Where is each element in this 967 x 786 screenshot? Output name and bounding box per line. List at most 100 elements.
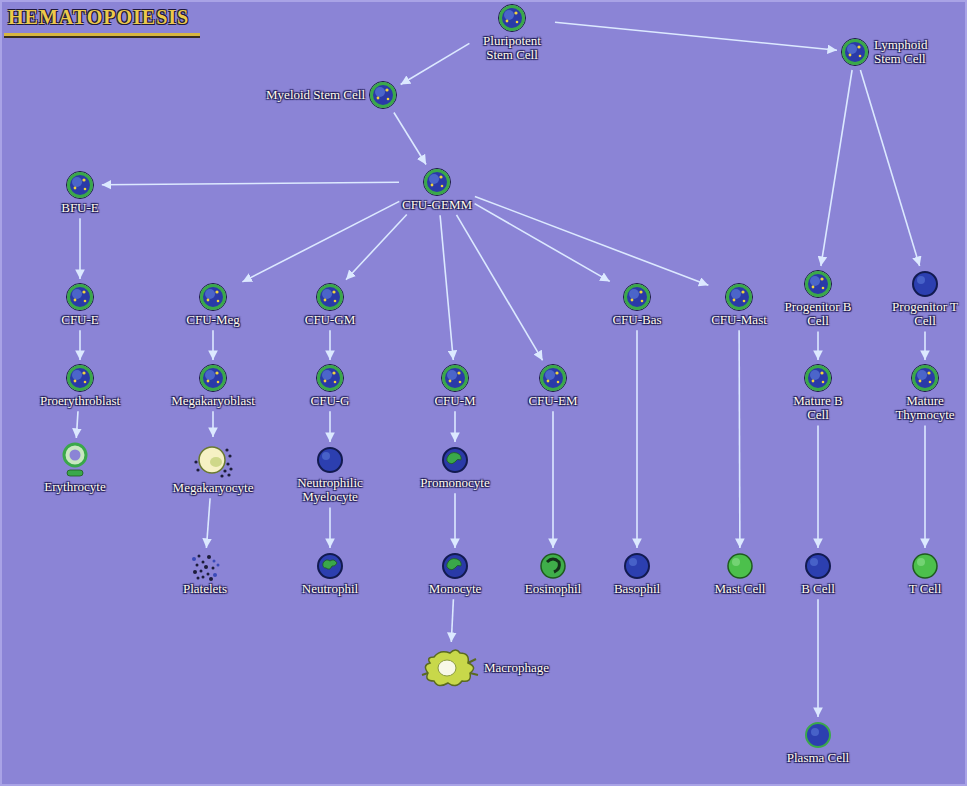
lineage-arrow (475, 204, 610, 282)
cell-icon-holder (622, 551, 652, 581)
cell-label: Myeloid Stem Cell (266, 88, 365, 102)
cell-label: CFU-EM (528, 394, 577, 408)
granule (822, 381, 825, 384)
cell-node: CFU-GM (305, 282, 356, 327)
granule (84, 188, 87, 191)
cell-highlight (732, 558, 740, 566)
cell-label: Promonocyte (420, 476, 489, 490)
cell-icon (315, 551, 345, 581)
cell-node: Plasma Cell (787, 720, 849, 765)
granule (377, 97, 380, 100)
cell-outline (200, 284, 227, 311)
cell-label: CFU-Mast (711, 313, 767, 327)
cell-icon-holder (440, 551, 470, 581)
cell-icon (315, 445, 345, 475)
cell-icon (910, 363, 940, 393)
cell-label: B Cell (801, 582, 835, 596)
lineage-arrow (636, 330, 638, 548)
lineage-arrow (821, 70, 852, 266)
cell-outline (805, 365, 832, 392)
platelet-dot (202, 561, 205, 564)
granule (74, 299, 77, 302)
pseudopod (422, 659, 478, 675)
title-underline-shadow (4, 36, 200, 38)
lineage-arrow (346, 215, 407, 280)
cell-icon (315, 363, 345, 393)
cell-body (807, 367, 830, 390)
cell-icon (420, 645, 480, 691)
cell-icon-holder (315, 282, 345, 312)
platelet-dot (194, 460, 197, 463)
cell-icon (538, 363, 568, 393)
cell-label: CFU-GM (305, 313, 356, 327)
lineage-arrow (102, 182, 399, 185)
cell-node: Mature Thymocyte (889, 363, 961, 423)
cell-icon-holder (840, 37, 870, 67)
cell-icon-holder (65, 363, 95, 393)
granule (457, 371, 460, 374)
cell-node: Macrophage (420, 645, 549, 691)
cell-icon-holder (192, 440, 234, 480)
cell-node: Neutrophil (302, 551, 358, 596)
cell-highlight (205, 370, 215, 380)
lineage-arrow (76, 411, 78, 438)
macrophage-nucleus (438, 660, 456, 676)
platelet-dot (226, 462, 229, 465)
cell-node: Megakaryoblast (171, 363, 255, 408)
cell-icon (65, 282, 95, 312)
cell-icon (724, 282, 754, 312)
cell-body (443, 554, 467, 578)
cell-icon-holder (803, 363, 833, 393)
title-underline (4, 33, 200, 36)
lineage-arrow (451, 599, 453, 642)
cell-node: Lymphoid Stem Cell (840, 37, 944, 67)
cell-highlight (917, 370, 927, 380)
cell-outline (67, 172, 94, 199)
cell-body (806, 554, 830, 578)
cell-node: BFU-E (61, 170, 99, 215)
cell-node: B Cell (801, 551, 835, 596)
cell-icon-holder (803, 720, 833, 750)
cell-icon-holder (315, 445, 345, 475)
cell-label: Eosinophil (525, 582, 581, 596)
granule (215, 290, 218, 293)
cell-body (202, 367, 225, 390)
granule (82, 371, 85, 374)
cell-node: Eosinophil (525, 551, 581, 596)
cell-highlight (72, 289, 82, 299)
cell-body (728, 554, 752, 578)
cell-highlight (504, 10, 514, 20)
cell-outline (67, 284, 94, 311)
platelet-dot (202, 576, 205, 579)
granule (431, 184, 434, 187)
cell-body (844, 41, 867, 64)
cell-center (70, 450, 81, 461)
cell-node: Mast Cell (715, 551, 766, 596)
granule (812, 286, 815, 289)
granule (557, 381, 560, 384)
cell-label: BFU-E (61, 201, 99, 215)
cell-node: CFU-M (434, 363, 475, 408)
cell-body (318, 448, 342, 472)
granule (820, 371, 823, 374)
lineage-arrow (79, 218, 81, 279)
granule (207, 299, 210, 302)
cell-icon-holder (420, 645, 480, 691)
cell-body (318, 554, 342, 578)
granule (822, 287, 825, 290)
cell-icon-holder (622, 282, 652, 312)
cell-node: Monocyte (429, 551, 482, 596)
macrophage-body (425, 650, 473, 686)
lineage-arrow (212, 330, 214, 360)
cell-icon (198, 363, 228, 393)
cell-body (69, 286, 92, 309)
cell-outline (67, 365, 94, 392)
cell-icon-holder (910, 551, 940, 581)
cell-outline (805, 271, 832, 298)
cell-label: Basophil (614, 582, 660, 596)
cell-icon (840, 37, 870, 67)
cell-node: Platelets (183, 551, 227, 596)
cell-icon-holder (724, 282, 754, 312)
cell-icon (440, 445, 470, 475)
